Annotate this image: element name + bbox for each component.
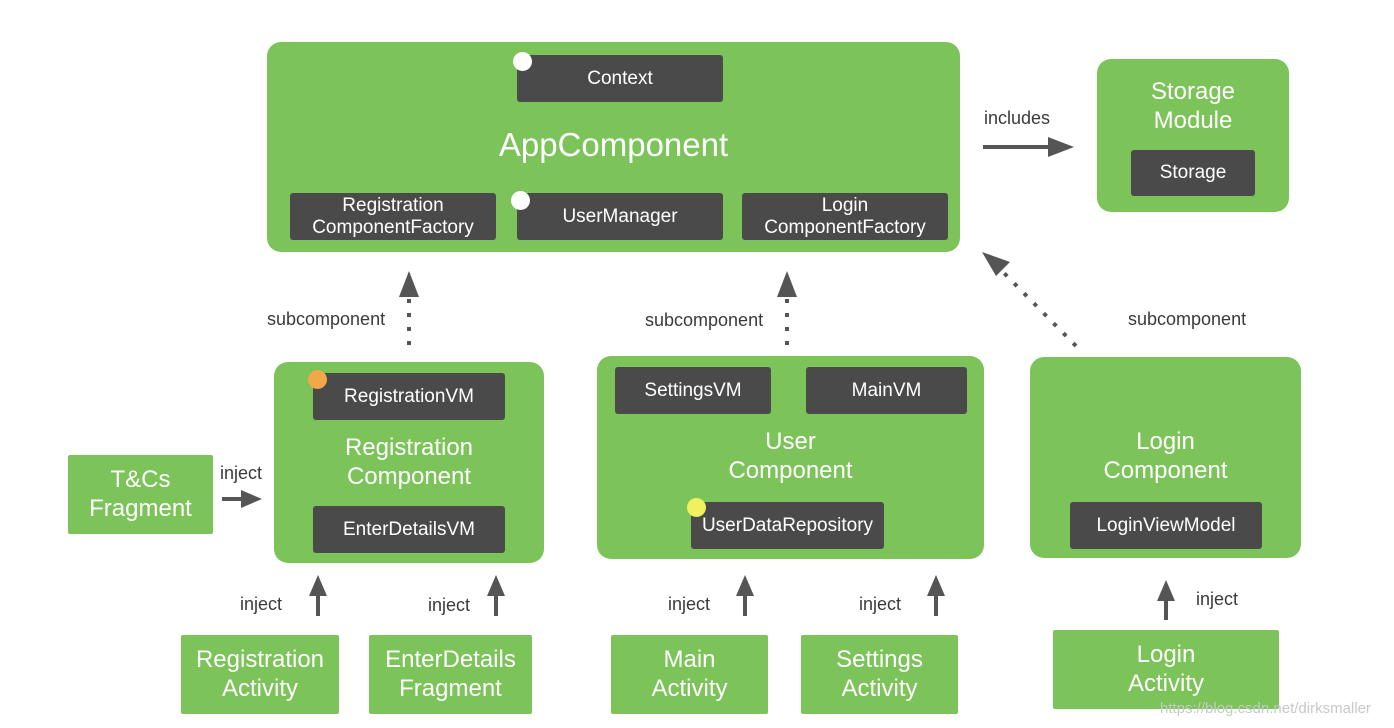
registration-component[interactable]: RegistrationVM Registration Component En… [274, 362, 544, 563]
subcomponent-arrow-login [982, 252, 1078, 348]
watermark: https://blog.csdn.net/dirksmaller [1160, 700, 1371, 717]
registration-component-title: Registration Component [344, 434, 474, 490]
includes-label: includes [984, 108, 1051, 128]
user-component[interactable]: SettingsVM MainVM User Component UserDat… [597, 356, 984, 559]
login-component[interactable]: Login Component LoginViewModel [1030, 357, 1301, 558]
inject-arrow-login-activity [1157, 580, 1175, 620]
context-binding[interactable]: Context [517, 55, 723, 102]
storage-module-title: Storage Module [1150, 78, 1236, 134]
login-component-factory-binding[interactable]: Login ComponentFactory [742, 193, 948, 240]
main-activity-title: Main Activity [651, 646, 728, 702]
main-activity[interactable]: Main Activity [611, 635, 768, 714]
includes-arrow [983, 137, 1074, 157]
subcomponent-arrow-user [777, 271, 797, 345]
inject-arrow-enter-details [487, 575, 505, 616]
scope-dot-white [511, 191, 530, 210]
inject-label-registration-activity: inject [240, 594, 283, 614]
subcomponent-label-login: subcomponent [1128, 309, 1247, 329]
storage-binding[interactable]: Storage [1131, 150, 1255, 196]
inject-arrow-registration-activity [309, 575, 327, 616]
enter-details-fragment[interactable]: EnterDetails Fragment [369, 635, 532, 714]
user-data-repository-binding[interactable]: UserDataRepository [691, 502, 884, 549]
registration-activity[interactable]: Registration Activity [181, 635, 339, 714]
login-activity-title: Login Activity [1127, 641, 1204, 697]
subcomponent-label-user: subcomponent [645, 310, 764, 330]
main-vm-binding[interactable]: MainVM [806, 367, 967, 414]
subcomponent-label-registration: subcomponent [267, 309, 386, 329]
scope-dot-white [513, 52, 532, 71]
registration-vm-binding[interactable]: RegistrationVM [313, 373, 505, 420]
login-view-model-binding[interactable]: LoginViewModel [1070, 502, 1262, 549]
user-component-title: User Component [728, 428, 853, 484]
enter-details-vm-binding[interactable]: EnterDetailsVM [313, 506, 505, 553]
inject-arrow-main-activity [736, 575, 754, 616]
app-component-title: AppComponent [498, 126, 729, 163]
settings-activity-title: Settings Activity [836, 646, 923, 702]
inject-label-tcs: inject [220, 463, 263, 483]
inject-label-settings-activity: inject [859, 594, 902, 614]
registration-component-factory-binding[interactable]: Registration ComponentFactory [290, 193, 496, 240]
app-component[interactable]: Context AppComponent Registration Compon… [267, 42, 960, 252]
login-component-title: Login Component [1103, 428, 1228, 484]
user-manager-binding[interactable]: UserManager [517, 193, 723, 240]
enter-details-fragment-title: EnterDetails Fragment [385, 646, 516, 702]
inject-label-main-activity: inject [668, 594, 711, 614]
inject-label-login-activity: inject [1196, 589, 1239, 609]
storage-module[interactable]: Storage Module Storage [1097, 59, 1289, 212]
tcs-fragment-title: T&Cs Fragment [89, 466, 192, 522]
login-activity[interactable]: Login Activity [1053, 630, 1279, 709]
inject-label-enter-details: inject [428, 595, 471, 615]
scope-dot-orange [308, 370, 327, 389]
inject-arrow-tcs [222, 490, 262, 508]
settings-activity[interactable]: Settings Activity [801, 635, 958, 714]
registration-activity-title: Registration Activity [195, 646, 325, 702]
scope-dot-yellow [687, 498, 706, 517]
settings-vm-binding[interactable]: SettingsVM [615, 367, 771, 414]
tcs-fragment[interactable]: T&Cs Fragment [68, 455, 213, 534]
inject-arrow-settings-activity [927, 575, 945, 616]
subcomponent-arrow-registration [399, 271, 419, 345]
